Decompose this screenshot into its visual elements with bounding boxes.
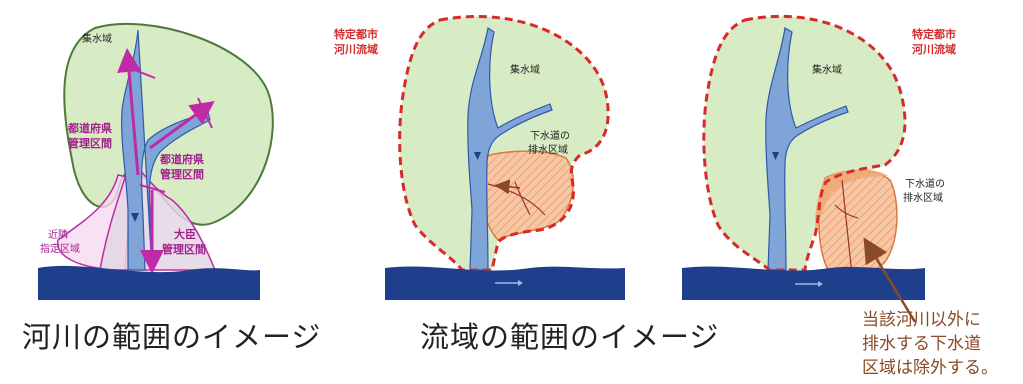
city-river-basin-label-a: 特定都市 (334, 27, 378, 41)
exclusion-note-line-3: 区域は除外する。 (862, 358, 998, 378)
sewer-area-label-b: 排水区域 (528, 143, 568, 156)
pref-section-label-1a: 都道府県 (67, 121, 112, 135)
city-river-basin-label-a: 特定都市 (912, 27, 956, 41)
caption-river-range: 河川の範囲のイメージ (22, 320, 322, 354)
sea (682, 266, 925, 300)
river (765, 27, 849, 271)
catchment-area (399, 16, 609, 270)
sea-flow-arrowhead (818, 281, 823, 287)
catchment-label: 集水域 (510, 63, 540, 76)
basin-boundary (702, 14, 907, 272)
caption-basin-range: 流域の範囲のイメージ (420, 320, 720, 354)
river (121, 29, 211, 271)
river-flow-arrowhead (772, 152, 779, 160)
nearby-area-label-b: 指定区域 (40, 242, 80, 255)
sewer-area-label-a: 下水道の (905, 177, 945, 190)
right-panel: 特定都市 河川流域 集水域 下水道の 排水区域 (682, 14, 956, 323)
sewer-outlet-arrow (494, 179, 521, 195)
sewer-area-label-a: 下水道の (530, 129, 570, 142)
left-panel: 集水域 都道府県 管理区間 都道府県 管理区間 大臣 管理区間 近隣 指定区域 (38, 23, 274, 300)
pref-section-label-2a: 都道府県 (159, 152, 204, 166)
catchment-label: 集水域 (812, 63, 842, 76)
middle-panel: 特定都市 河川流域 集水域 下水道の 排水区域 (334, 15, 625, 300)
catchment-label: 集水域 (82, 32, 112, 45)
city-river-basin-label-b: 河川流域 (912, 42, 956, 56)
pref-section-label-1b: 管理区間 (68, 136, 112, 150)
pref-section-arrow-1 (117, 48, 141, 176)
city-river-basin-label-b: 河川流域 (334, 42, 378, 56)
sewer-area-label-b: 排水区域 (903, 191, 943, 204)
section-tick (197, 97, 213, 129)
excluded-sewer-overlap (815, 169, 888, 240)
pref-section-label-2b: 管理区間 (160, 167, 204, 181)
sewer-pipe-line (487, 183, 546, 216)
basin-boundary (398, 15, 610, 272)
exclusion-note-line-2: 排水する下水道 (862, 334, 981, 354)
nearby-area-label-a: 近隣 (48, 228, 68, 241)
sewer-pipe-line (514, 181, 531, 216)
river (467, 26, 553, 271)
sea-flow-arrowhead (518, 280, 523, 286)
sea (38, 265, 260, 300)
exclusion-note: 当該河川以外に 排水する下水道 区域は除外する。 (862, 308, 998, 380)
minister-section-label-a: 大臣 (174, 227, 196, 241)
exclusion-note-line-1: 当該河川以外に (862, 310, 981, 330)
sewer-drainage-area (478, 150, 575, 241)
river-flow-arrowhead (474, 152, 481, 160)
section-tick (121, 64, 156, 79)
sewer-pipe-line (834, 204, 859, 219)
sewer-pipe-line (841, 179, 853, 276)
minister-section-label-b: 管理区間 (162, 242, 206, 256)
pref-section-arrow-2 (149, 100, 215, 150)
river-flow-arrowhead (131, 213, 139, 222)
section-tick (139, 184, 166, 193)
catchment-area (703, 16, 905, 271)
note-pointer-arrow (863, 237, 917, 323)
